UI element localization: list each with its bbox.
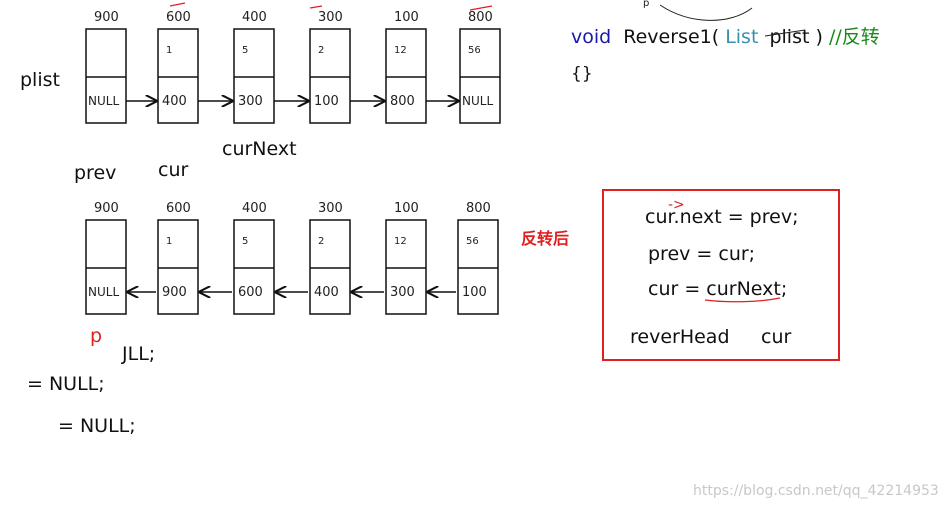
- node-next: NULL: [462, 94, 493, 108]
- sketch-mark: [309, 5, 323, 9]
- pointer-cur-label: cur: [158, 159, 188, 181]
- pointer-prev-label: prev: [74, 162, 116, 184]
- list-node: 300 2 100: [309, 10, 351, 124]
- node-box: [459, 28, 501, 124]
- node-next: 300: [238, 94, 263, 109]
- sketch-mark: [169, 2, 186, 7]
- node-address: 300: [318, 201, 343, 216]
- node-box: [309, 28, 351, 124]
- sketch-curve: [659, 4, 753, 21]
- list-node: 400 5 600: [233, 201, 275, 315]
- box-line-3: cur = curNext;: [648, 278, 787, 300]
- function-signature: void Reverse1( List plist ) //反转: [571, 26, 880, 48]
- pointer-curnext-label: curNext: [222, 138, 297, 160]
- node-next: 300: [390, 285, 415, 300]
- box-line-1: cur.next = prev;: [645, 206, 798, 228]
- strike-mark: [764, 29, 806, 37]
- list-node: 100 12 300: [385, 201, 427, 315]
- node-box: [157, 28, 199, 124]
- sketch-mark: [469, 5, 493, 11]
- node-next: 900: [162, 285, 187, 300]
- node-box: [385, 219, 427, 315]
- node-next: NULL: [88, 94, 119, 108]
- list-node: 800 56 100: [457, 201, 499, 315]
- function-name: Reverse1(: [623, 26, 719, 48]
- node-next: 100: [462, 285, 487, 300]
- code-comment: //反转: [829, 26, 880, 48]
- node-data: 5: [242, 236, 248, 247]
- close-paren: ): [815, 26, 822, 48]
- node-box: [457, 219, 499, 315]
- algorithm-box: [602, 189, 840, 361]
- node-next: 400: [162, 94, 187, 109]
- list-node: 300 2 400: [309, 201, 351, 315]
- node-data: 12: [394, 45, 407, 56]
- node-next: 400: [314, 285, 339, 300]
- node-address: 800: [468, 10, 493, 25]
- reverse-label: 反转后: [521, 229, 569, 248]
- note-line-2: = NULL;: [27, 373, 105, 395]
- node-address: 400: [242, 10, 267, 25]
- node-next: 100: [314, 94, 339, 109]
- node-address: 100: [394, 10, 419, 25]
- box-line-4-head: reverHead: [630, 326, 730, 348]
- node-next: 600: [238, 285, 263, 300]
- node-address: 300: [318, 10, 343, 25]
- node-data: 1: [166, 45, 172, 56]
- node-box: [85, 219, 127, 315]
- note-line-1: JLL;: [121, 343, 155, 365]
- node-next: NULL: [88, 285, 119, 299]
- sketch-letter: p: [643, 0, 649, 9]
- keyword-void: void: [571, 26, 611, 48]
- box-line-4-cur: cur: [761, 326, 791, 348]
- list-node: 600 1 900: [157, 201, 199, 315]
- node-box: [233, 219, 275, 315]
- param-type: List: [725, 26, 758, 48]
- node-box: [385, 28, 427, 124]
- list-node: 600 1 400: [157, 10, 199, 124]
- p-label: p: [90, 325, 102, 347]
- node-data: 2: [318, 236, 324, 247]
- node-address: 600: [166, 201, 191, 216]
- function-body: {}: [571, 64, 593, 84]
- node-address: 100: [394, 201, 419, 216]
- node-box: [157, 219, 199, 315]
- underline-mark: [704, 297, 781, 303]
- list-node: 400 5 300: [233, 10, 275, 124]
- plist-label: plist: [20, 69, 60, 91]
- node-data: 56: [466, 236, 479, 247]
- node-address: 900: [94, 201, 119, 216]
- node-data: 56: [468, 45, 481, 56]
- node-box: [233, 28, 275, 124]
- note-line-3: = NULL;: [58, 415, 136, 437]
- node-address: 400: [242, 201, 267, 216]
- node-address: 900: [94, 10, 119, 25]
- node-data: 12: [394, 236, 407, 247]
- arrow-mark: ->: [668, 197, 685, 213]
- node-data: 2: [318, 45, 324, 56]
- param-name: plist: [769, 26, 809, 48]
- watermark: https://blog.csdn.net/qq_42214953: [693, 483, 939, 499]
- node-address: 800: [466, 201, 491, 216]
- bottom-list: 900NULL600190040056003002400100123008005…: [85, 201, 499, 315]
- node-box: [85, 28, 127, 124]
- box-line-2: prev = cur;: [648, 243, 755, 265]
- node-data: 5: [242, 45, 248, 56]
- node-box: [309, 219, 351, 315]
- node-data: 1: [166, 236, 172, 247]
- list-node: 100 12 800: [385, 10, 427, 124]
- node-next: 800: [390, 94, 415, 109]
- node-address: 600: [166, 10, 191, 25]
